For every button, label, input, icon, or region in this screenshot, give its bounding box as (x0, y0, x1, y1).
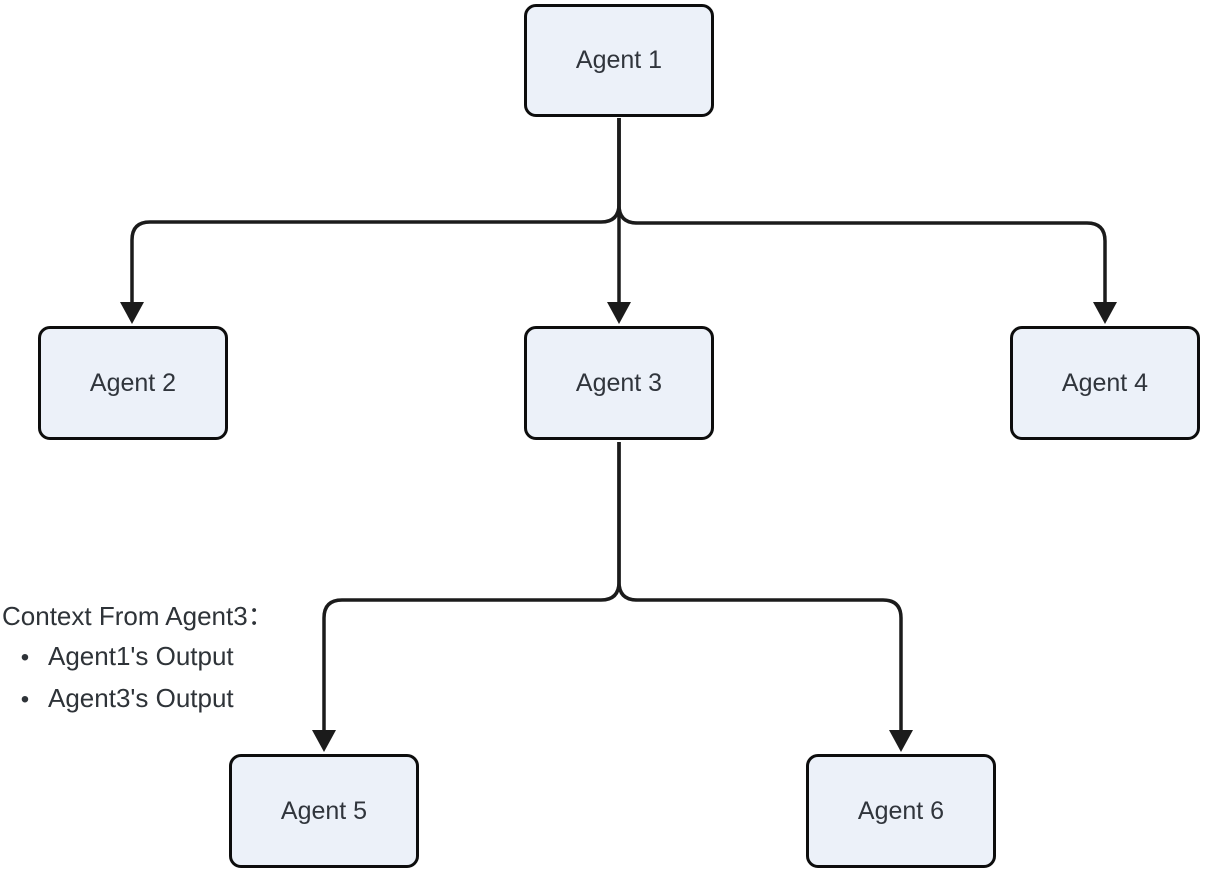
edge-agent3-agent6 (617, 442, 913, 752)
bullet-icon: • (20, 644, 30, 671)
node-agent-1: Agent 1 (524, 4, 714, 117)
node-agent-4-label: Agent 4 (1061, 368, 1149, 397)
arrowhead-agent6 (889, 730, 913, 752)
annotation-bullet-item: • Agent3's Output (2, 678, 342, 720)
annotation-title: Context From Agent3： (2, 601, 274, 631)
arrowhead-agent2 (120, 302, 144, 324)
node-agent-6-label: Agent 6 (857, 796, 945, 825)
node-agent-5-label: Agent 5 (280, 796, 368, 825)
arrowhead-agent5 (312, 730, 336, 752)
edge-agent1-agent2 (120, 118, 621, 324)
arrowhead-agent4 (1093, 302, 1117, 324)
arrowhead-agent3 (607, 302, 631, 324)
context-annotation: Context From Agent3： • Agent1's Output •… (2, 596, 342, 720)
node-agent-5: Agent 5 (229, 754, 419, 868)
annotation-bullet-item: • Agent1's Output (2, 636, 342, 678)
node-agent-3: Agent 3 (524, 326, 714, 440)
edge-agent3-agent5 (312, 442, 621, 752)
annotation-bullet-text: Agent3's Output (48, 683, 234, 713)
node-agent-1-label: Agent 1 (575, 46, 663, 74)
edge-agent1-agent4 (617, 118, 1117, 324)
annotation-bullet-text: Agent1's Output (48, 641, 234, 671)
node-agent-2: Agent 2 (38, 326, 228, 440)
node-agent-4: Agent 4 (1010, 326, 1200, 440)
node-agent-2-label: Agent 2 (89, 368, 177, 397)
bullet-icon: • (20, 686, 30, 713)
node-agent-3-label: Agent 3 (575, 368, 663, 397)
node-agent-6: Agent 6 (806, 754, 996, 868)
